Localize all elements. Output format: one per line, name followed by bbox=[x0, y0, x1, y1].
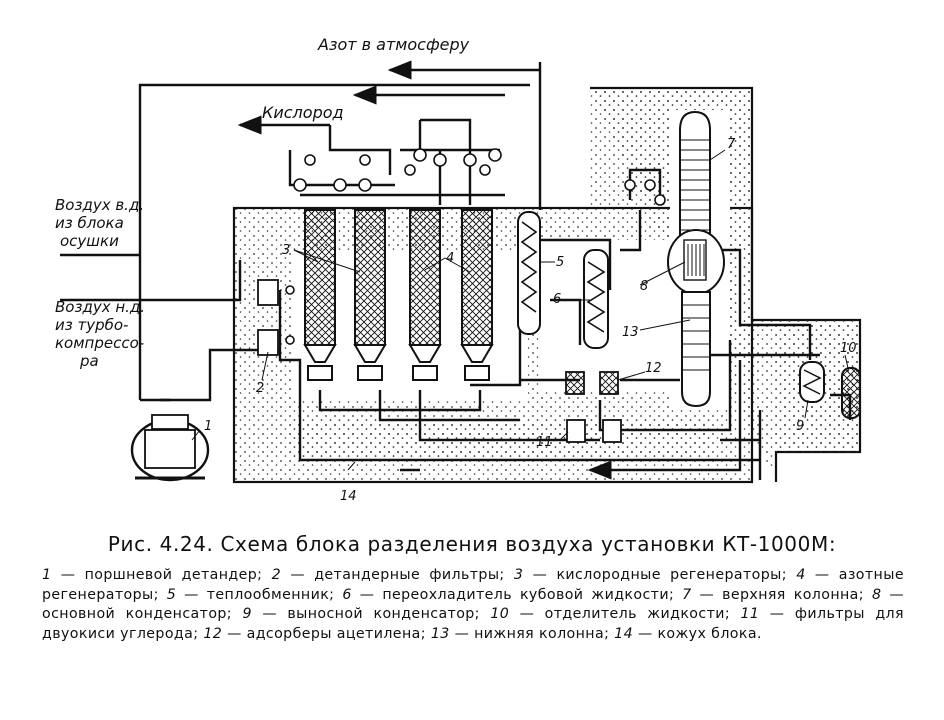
callout-leaders bbox=[191, 149, 849, 471]
expander-filters bbox=[257, 279, 279, 356]
legend-item: 13 — нижняя колонна; bbox=[430, 625, 610, 642]
legend-item: 1 — поршневой детандер; bbox=[42, 567, 263, 583]
piping bbox=[60, 60, 852, 480]
valves bbox=[285, 148, 666, 345]
air-lp-label-1: Воздух н.д. bbox=[55, 298, 145, 316]
remote-condenser bbox=[799, 361, 825, 403]
legend-item: 8 — основной конденсатор; bbox=[42, 586, 904, 623]
legend-item: 6 — переохладитель кубовой жидкости; bbox=[342, 586, 675, 603]
callout-4: 4 bbox=[446, 251, 454, 266]
upper-column bbox=[679, 110, 711, 241]
liquid-separator bbox=[841, 367, 861, 419]
air-hp-label-2: из блока bbox=[55, 214, 124, 232]
regenerators bbox=[303, 209, 494, 381]
legend-item: 7 — верхняя колонна; bbox=[682, 586, 864, 603]
air-lp-label-4: ра bbox=[79, 352, 99, 370]
air-hp-label-3: осушки bbox=[60, 232, 119, 250]
legend-item: 4 — азотные регенераторы; bbox=[42, 567, 904, 603]
callout-2: 2 bbox=[256, 381, 264, 396]
oxygen-out-label: Кислород bbox=[262, 103, 344, 122]
air-hp-label-1: Воздух в.д. bbox=[55, 196, 144, 214]
callout-6: 6 bbox=[553, 292, 561, 307]
air-lp-label-3: компрессо- bbox=[55, 334, 144, 352]
callout-11: 11 bbox=[536, 435, 553, 450]
subcooler bbox=[583, 249, 609, 349]
legend-item: 10 — отделитель жидкости; bbox=[490, 606, 731, 622]
callout-3: 3 bbox=[282, 243, 290, 258]
callout-14: 14 bbox=[340, 489, 357, 504]
legend-item: 3 — кислородные регенераторы; bbox=[513, 567, 787, 583]
legend-item: 2 — детандерные фильтры; bbox=[271, 567, 505, 583]
legend-item: 14 — кожух блока. bbox=[614, 625, 762, 642]
air-lp-label-2: из турбо- bbox=[55, 316, 128, 334]
callout-13: 13 bbox=[622, 325, 639, 340]
callout-1: 1 bbox=[204, 419, 212, 434]
piston-expander bbox=[130, 414, 210, 482]
figure-caption: Рис. 4.24. Схема блока разделения воздух… bbox=[107, 532, 837, 556]
acetylene-adsorbers bbox=[565, 371, 619, 395]
co2-filters bbox=[566, 419, 622, 443]
legend-item: 12 — адсорберы ацетилена; bbox=[203, 625, 426, 642]
air-separation-scheme: Азот в атмосферу Кислород Воздух в.д. из… bbox=[55, 35, 862, 504]
nitrogen-out-label: Азот в атмосферу bbox=[317, 35, 470, 54]
legend-item: 11 — фильтры для двуокиси углерода; bbox=[42, 606, 904, 642]
callout-7: 7 bbox=[727, 137, 736, 152]
legend-item: 9 — выносной конденсатор; bbox=[242, 606, 480, 622]
heat-exchanger bbox=[517, 211, 541, 335]
callout-9: 9 bbox=[796, 419, 804, 434]
callout-10: 10 bbox=[840, 341, 857, 356]
callout-8: 8 bbox=[640, 279, 648, 294]
callout-12: 12 bbox=[645, 361, 662, 376]
main-condenser bbox=[667, 229, 725, 295]
callout-5: 5 bbox=[556, 255, 564, 270]
legend-item: 5 — теплообменник; bbox=[166, 586, 335, 603]
figure-legend: 1 — поршневой детандер; 2 — детандерные … bbox=[42, 566, 904, 644]
lower-column bbox=[681, 291, 711, 408]
